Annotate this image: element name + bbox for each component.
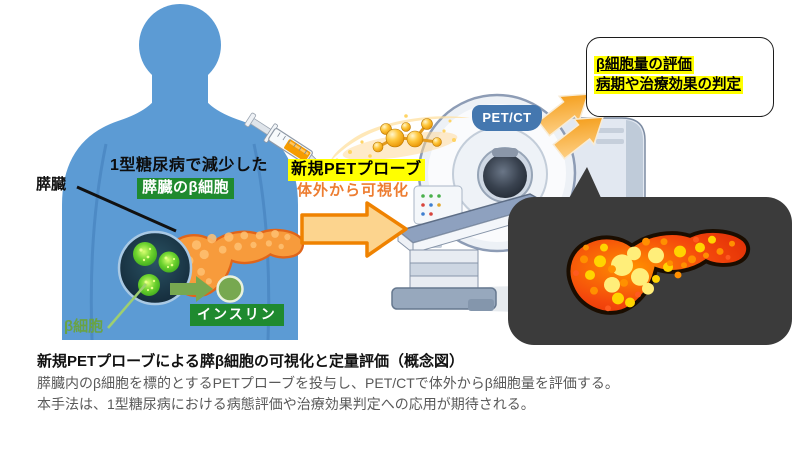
insulin-dot xyxy=(216,275,244,303)
up-arrow-icon xyxy=(537,93,590,137)
visualize-label: 体外から可視化 xyxy=(297,182,410,199)
pet-pancreas-image xyxy=(566,228,751,315)
probe-molecule-icon xyxy=(330,114,470,162)
beta-cell-cluster xyxy=(133,242,180,296)
outcome-line2: 病期や治療効果の判定 xyxy=(594,76,743,95)
pancreas-pointer-line xyxy=(76,185,177,233)
beta-cell-label: β細胞 xyxy=(64,318,104,335)
outcome-line1: β細胞量の評価 xyxy=(594,56,694,75)
insulin-badge: インスリン xyxy=(190,304,284,326)
diabetes-caption-line: 1型糖尿病で減少した xyxy=(110,157,268,174)
scanner-name-badge: PET/CT xyxy=(472,105,542,131)
beta-cells-decreased-badge: 膵臓のβ細胞 xyxy=(137,178,235,199)
pancreas-label: 膵臓 xyxy=(36,176,67,193)
flow-arrow-icon xyxy=(300,201,408,258)
secretion-arrow-icon xyxy=(170,276,213,302)
probe-name-badge: 新規PETプローブ xyxy=(288,159,425,181)
up-arrow-icon xyxy=(552,116,605,160)
figure-caption-title: 新規PETプローブによる膵β細胞の可視化と定量評価（概念図） xyxy=(37,353,464,370)
figure-caption-desc1: 膵臓内のβ細胞を標的とするPETプローブを投与し、PET/CTで体外からβ細胞量… xyxy=(37,375,619,391)
islet-inset xyxy=(117,230,193,306)
figure-caption-desc2: 本手法は、1型糖尿病における病態評価や治療効果判定への応用が期待される。 xyxy=(37,396,535,412)
outcome-box: β細胞量の評価 病期や治療効果の判定 xyxy=(586,37,774,117)
islet-pointer-line xyxy=(107,283,147,329)
